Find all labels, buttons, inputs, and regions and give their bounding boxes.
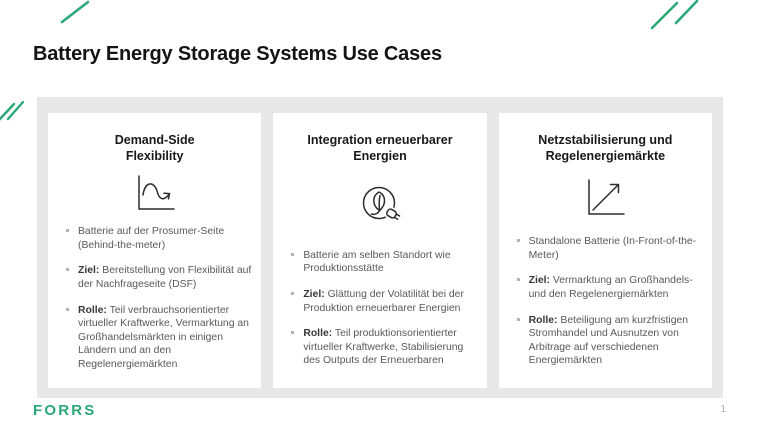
eco-plug-icon (282, 170, 477, 240)
bullet-text: Bereitstellung von Flexibilität auf der … (78, 265, 252, 290)
bullet-bold-prefix: Ziel: (78, 265, 100, 277)
card-title-line2: Flexibility (125, 149, 184, 163)
list-item: Rolle: Teil verbrauchsorientierter virtu… (66, 304, 251, 372)
growth-arrow-icon (508, 170, 703, 226)
bullet-bold-prefix: Ziel: (528, 275, 551, 287)
bullet-text: Teil produktionsorientierter virtueller … (303, 328, 464, 367)
list-item: Batterie auf der Prosumer-Seite (Behind-… (66, 225, 251, 252)
card-integration-erneuerbarer-energien: Integration erneuerbarer Energien Batter… (273, 113, 487, 388)
list-item: Standalone Batterie (In-Front-of-the-Met… (516, 235, 702, 262)
card-title-line1: Demand-Side (114, 133, 195, 147)
top-left-slash-decoration (60, 0, 90, 24)
wave-chart-icon (57, 170, 252, 216)
card-title: Demand-Side Flexibility (57, 132, 252, 164)
bullet-text: Standalone Batterie (In-Front-of-the-Met… (528, 236, 697, 261)
card-title-line2: Energien (353, 149, 407, 163)
bullet-text: Batterie auf der Prosumer-Seite (Behind-… (78, 226, 225, 251)
list-item: Ziel: Bereitstellung von Flexibilität au… (66, 264, 251, 291)
card-demand-side-flexibility: Demand-Side Flexibility Batterie auf der… (48, 113, 262, 388)
bottom-left-slash-decoration (0, 100, 25, 121)
bullet-text: Beteiligung am kurzfristigen Stromhandel… (528, 314, 689, 367)
card-netzstabilisierung-regelenergiemaerkte: Netzstabilisierung und Regelenergiemärkt… (498, 113, 712, 388)
card-title-line1: Netzstabilisierung und (538, 133, 673, 147)
list-item: Ziel: Vermarktung an Großhandels- und de… (516, 274, 702, 301)
top-right-slash-decoration (650, 0, 699, 30)
page-number: 1 (720, 404, 726, 415)
use-cases-panel: Demand-Side Flexibility Batterie auf der… (37, 97, 723, 398)
bullet-list: Standalone Batterie (In-Front-of-the-Met… (508, 235, 703, 380)
bullet-bold-prefix: Ziel: (303, 288, 325, 300)
list-item: Rolle: Beteiligung am kurzfristigen Stro… (516, 314, 702, 369)
page-title: Battery Energy Storage Systems Use Cases (33, 43, 442, 66)
bullet-bold-prefix: Rolle: (303, 328, 333, 340)
list-item: Ziel: Glättung der Volatilität bei der P… (291, 288, 476, 315)
bullet-list: Batterie am selben Standort wie Produkti… (282, 249, 477, 380)
bullet-text: Vermarktung an Großhandels- und den Rege… (528, 275, 693, 300)
bullet-list: Batterie auf der Prosumer-Seite (Behind-… (57, 225, 252, 384)
list-item: Batterie am selben Standort wie Produkti… (291, 249, 476, 276)
bullet-text: Teil verbrauchsorientierter virtueller K… (78, 304, 249, 371)
card-title-line2: Regelenergiemärkte (545, 149, 666, 163)
bullet-text: Batterie am selben Standort wie Produkti… (303, 249, 451, 275)
card-title: Netzstabilisierung und Regelenergiemärkt… (508, 132, 703, 164)
bullet-text: Glättung der Volatilität bei der Produkt… (303, 288, 464, 314)
bullet-bold-prefix: Rolle: (528, 314, 558, 326)
forrs-logo: FORRS (33, 402, 97, 419)
list-item: Rolle: Teil produktionsorientierter virt… (291, 327, 476, 368)
card-title: Integration erneuerbarer Energien (282, 132, 477, 164)
card-title-line1: Integration erneuerbarer (307, 133, 453, 147)
bullet-bold-prefix: Rolle: (78, 304, 107, 316)
